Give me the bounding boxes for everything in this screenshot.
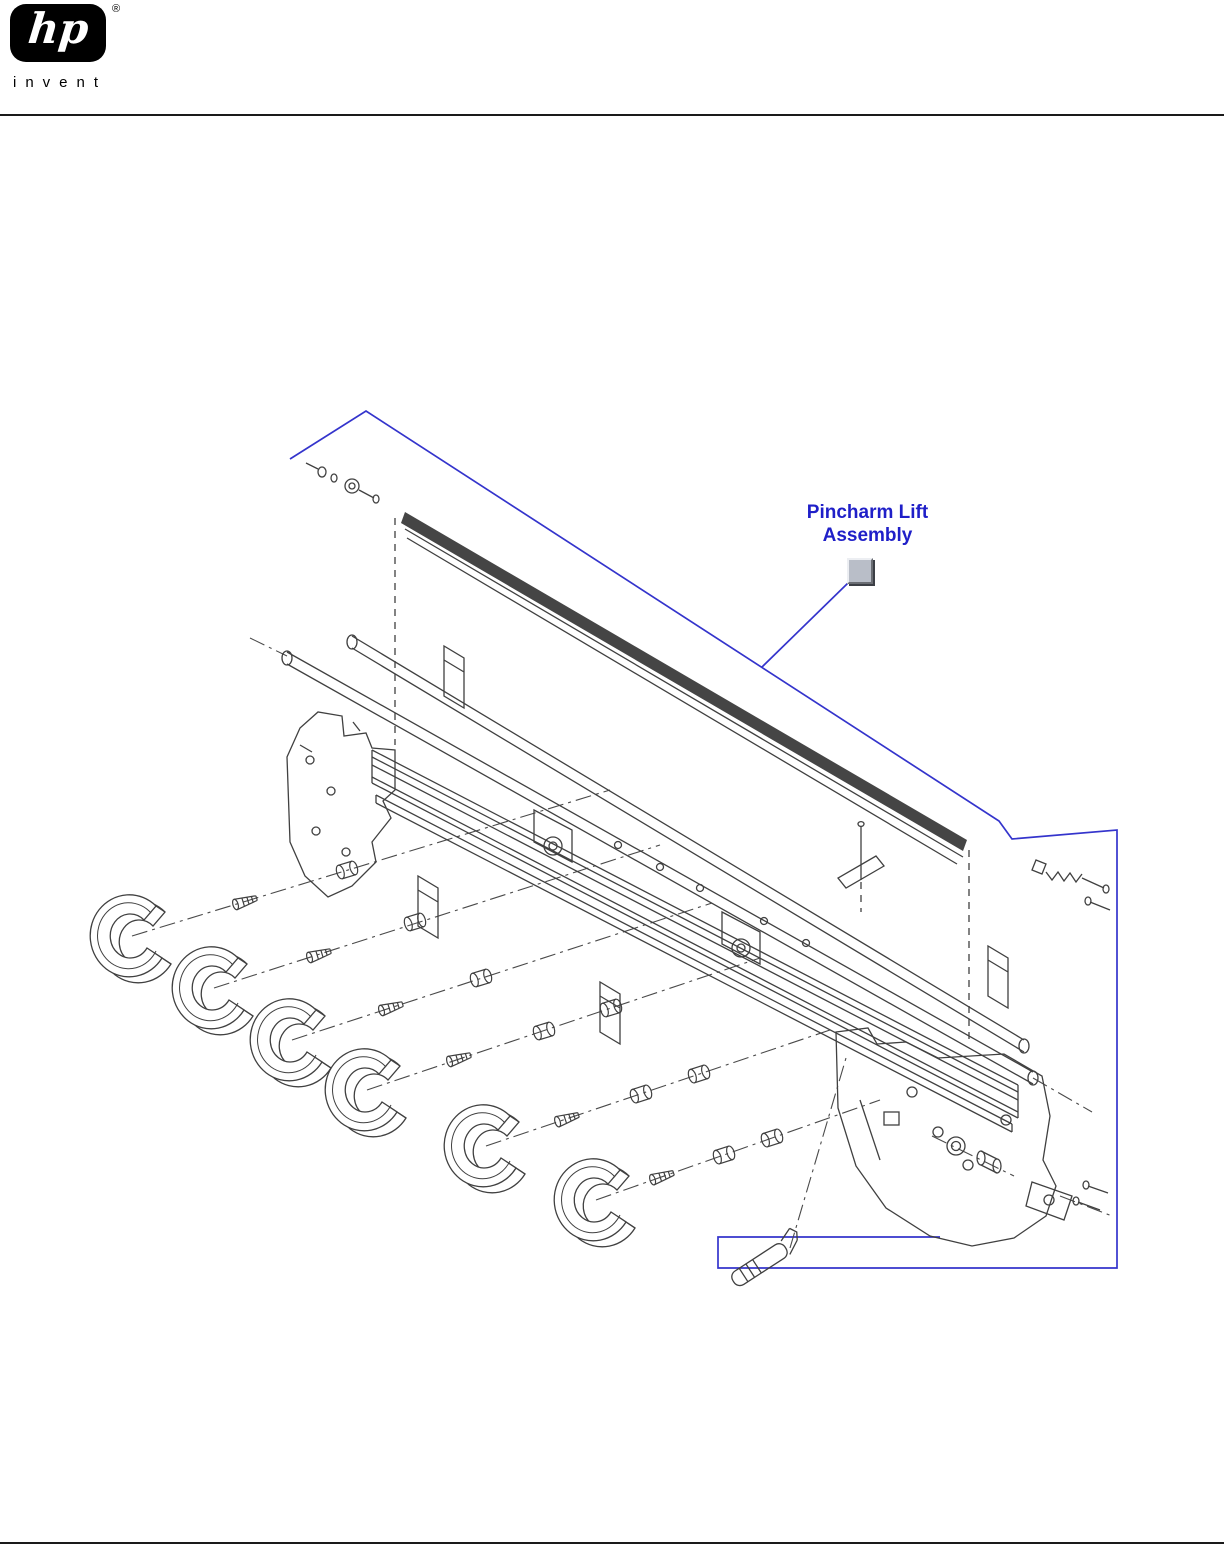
assembly-boundary [289, 409, 1118, 1269]
leader-hardware [230, 859, 785, 1187]
pincharm-hooks [89, 894, 636, 1248]
lift-handle [731, 1227, 798, 1287]
spring-and-screws [1031, 859, 1111, 911]
assembly-label[interactable]: Pincharm Lift Assembly [775, 501, 960, 547]
lift-rail [371, 749, 1019, 1133]
assembly-link-button[interactable] [847, 558, 873, 584]
header-rule [0, 114, 1224, 116]
registered-trademark-symbol: ® [112, 3, 121, 15]
carriage-blocks [533, 808, 761, 966]
hp-invent-tagline: invent [13, 74, 108, 91]
pinch-bar [401, 512, 967, 851]
guide-pin [837, 820, 885, 889]
nut-cluster [946, 1136, 1002, 1174]
lower-bracket [1025, 1180, 1109, 1221]
left-side-plate [286, 711, 396, 898]
footer-rule [0, 1542, 1224, 1544]
leader-lines [131, 637, 1113, 1249]
top-left-screw [305, 462, 380, 504]
label-leader-line [761, 582, 849, 668]
assembly-drawing [89, 462, 1111, 1287]
right-side-plate [835, 1027, 1057, 1247]
panel-holes [613, 840, 811, 948]
hp-logo: hp [10, 4, 106, 62]
assembly-label-line1: Pincharm Lift [806, 502, 929, 523]
assembly-label-line2: Assembly [822, 525, 913, 546]
